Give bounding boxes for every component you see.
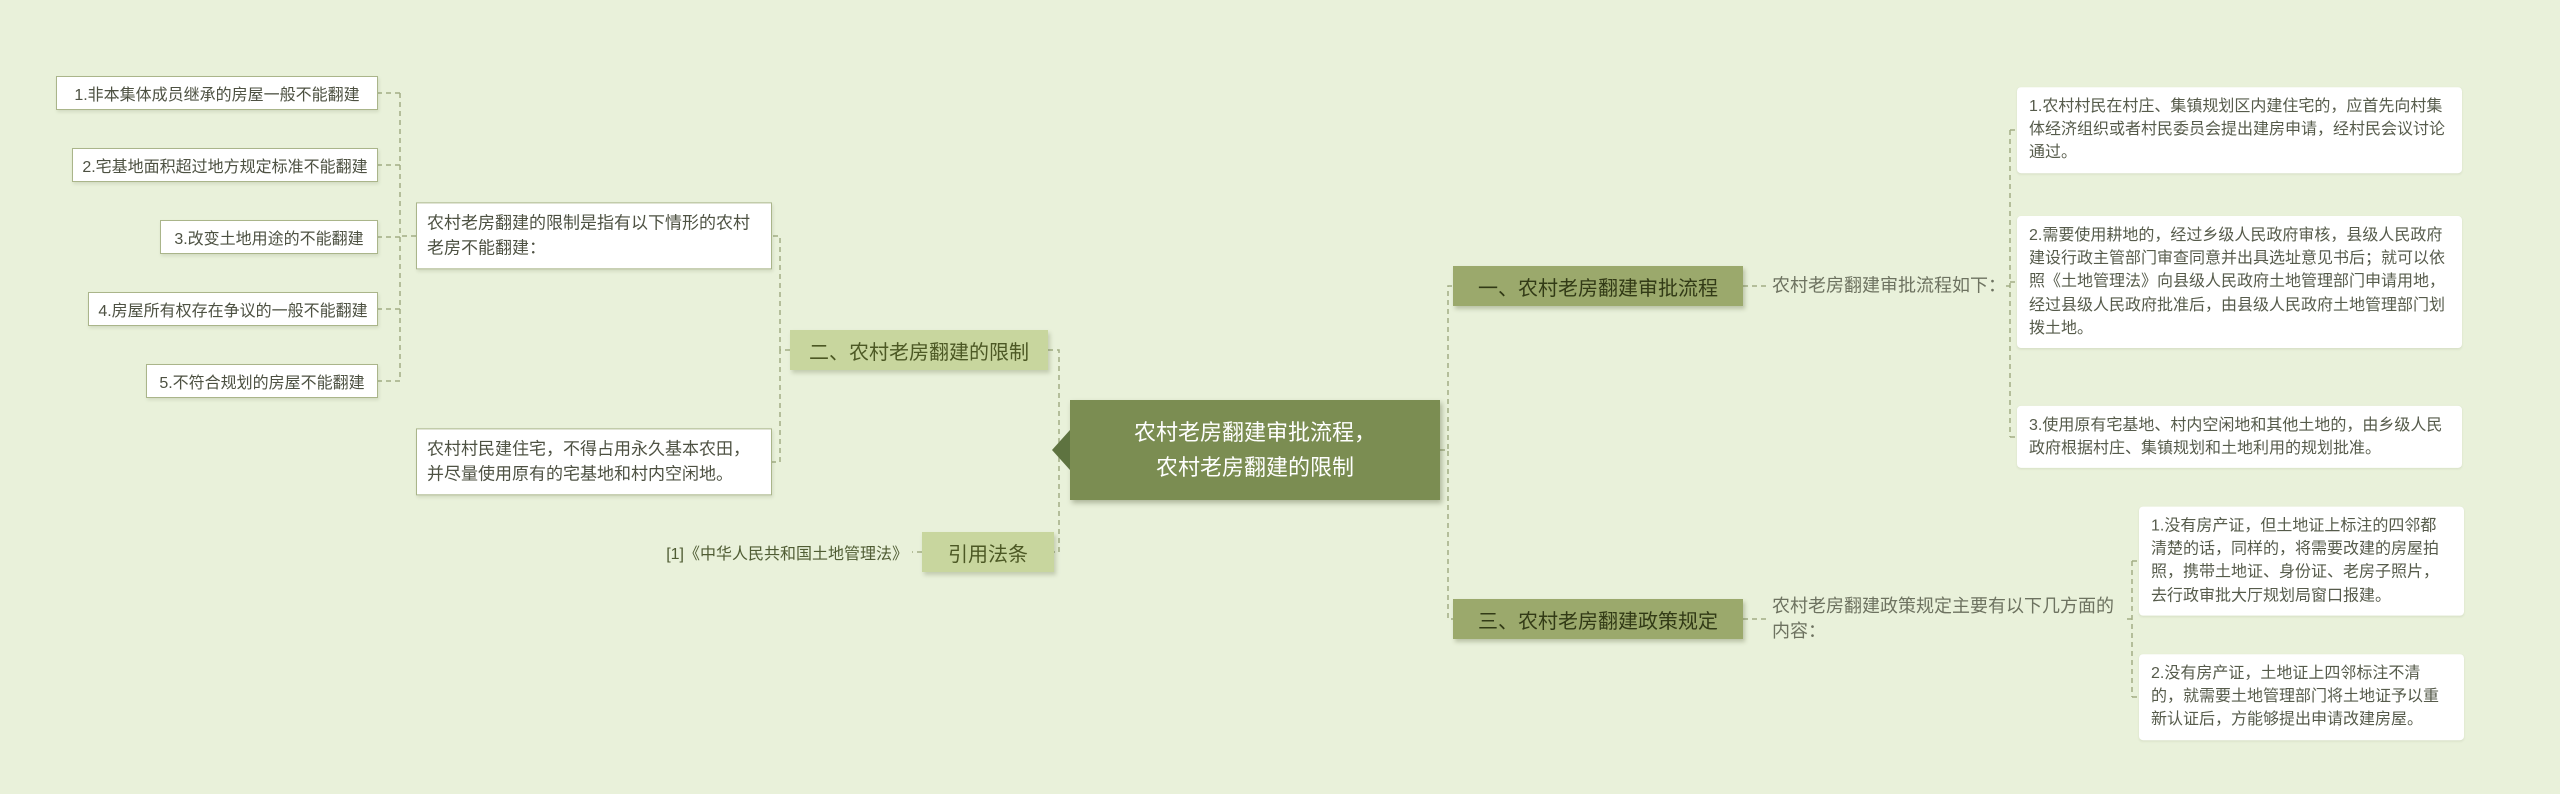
branch-citation-label[interactable]: 引用法条 — [922, 532, 1054, 572]
citation-reference[interactable]: [1]《中华人民共和国土地管理法》 — [666, 546, 908, 563]
connector-center-right — [1440, 285, 1453, 620]
connector-center-left — [912, 349, 1070, 553]
branch-limit-label[interactable]: 二、农村老房翻建的限制 — [790, 330, 1048, 370]
center-topic-line1: 农村老房翻建审批流程， — [1133, 419, 1376, 445]
limit-item-1[interactable]: 1.非本集体成员继承的房屋一般不能翻建 — [56, 76, 378, 110]
limit-item-2[interactable]: 2.宅基地面积超过地方规定标准不能翻建 — [72, 148, 378, 182]
approval-item-3[interactable]: 3.使用原有宅基地、村内空闲地和其他土地的，由乡级人民政府根据村庄、集镇规划和土… — [2017, 405, 2462, 469]
limit-item-4[interactable]: 4.房屋所有权存在争议的一般不能翻建 — [88, 292, 378, 326]
approval-item-1[interactable]: 1.农村村民在村庄、集镇规划区内建住宅的，应首先向村集体经济组织或者村民委员会提… — [2017, 87, 2462, 173]
policy-item-1[interactable]: 1.没有房产证，但土地证上标注的四邻都清楚的话，同样的，将需要改建的房屋拍照，携… — [2139, 506, 2464, 616]
connector-approval — [1743, 129, 2017, 438]
policy-item-2[interactable]: 2.没有房产证，土地证上四邻标注不清的，就需要土地管理部门将土地证予以重新认证后… — [2139, 654, 2464, 740]
limit-note-box[interactable]: 农村村民建住宅，不得占用永久基本农田，并尽量使用原有的宅基地和村内空闲地。 — [416, 428, 772, 496]
connector-left-leaves — [378, 92, 416, 382]
approval-item-2[interactable]: 2.需要使用耕地的，经过乡级人民政府审核，县级人民政府建设行政主管部门审查同意并… — [2017, 216, 2462, 348]
connector-limit-branch — [772, 235, 790, 463]
limit-intro-box[interactable]: 农村老房翻建的限制是指有以下情形的农村老房不能翻建： — [416, 202, 772, 270]
connector-policy — [1743, 560, 2139, 698]
limit-item-3[interactable]: 3.改变土地用途的不能翻建 — [160, 220, 378, 254]
center-topic-line2: 农村老房翻建的限制 — [1155, 455, 1354, 480]
branch-policy-label[interactable]: 三、农村老房翻建政策规定 — [1453, 599, 1743, 639]
policy-intro-text: 农村老房翻建政策规定主要有以下几方面的内容： — [1772, 595, 2114, 641]
branch-approval-label[interactable]: 一、农村老房翻建审批流程 — [1453, 266, 1743, 306]
approval-intro-text: 农村老房翻建审批流程如下： — [1772, 275, 2006, 296]
limit-item-5[interactable]: 5.不符合规划的房屋不能翻建 — [146, 364, 378, 398]
center-topic-node[interactable]: 农村老房翻建审批流程， 农村老房翻建的限制 — [1070, 400, 1440, 500]
